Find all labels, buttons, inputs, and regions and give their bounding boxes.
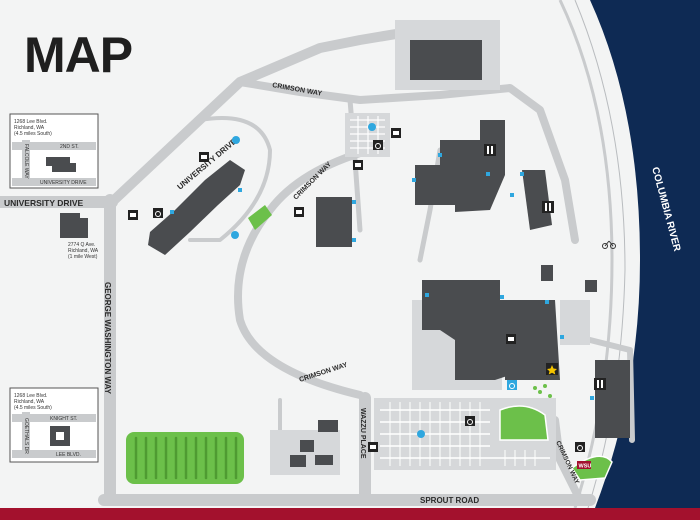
inset-top-addr-3: (4.5 miles South) xyxy=(14,131,52,137)
building-center-right xyxy=(505,300,560,380)
label-george-washington-way: GEORGE WASHINGTON WAY xyxy=(103,282,112,395)
vehicle-icon[interactable] xyxy=(353,160,363,170)
inset-bottom-street-h: KNIGHT ST. xyxy=(50,416,77,422)
label-wazzu-place: WAZZU PLACE xyxy=(359,408,366,459)
building-right-top xyxy=(522,170,552,230)
building-lower-1 xyxy=(300,440,314,452)
inset-bottom-street-bottom: LEE BLVD. xyxy=(56,452,81,458)
inset-bottom-building xyxy=(50,426,70,446)
green-field-left xyxy=(126,432,244,484)
building-center-large xyxy=(422,280,510,380)
road-service-3 xyxy=(188,116,272,242)
offsite-mid-building xyxy=(60,213,88,238)
inset-top-street-v: FALCOLE WAY xyxy=(23,144,29,179)
offsite-mid-addr-3: (1 mile West) xyxy=(68,254,98,260)
inset-bottom-addr-3: (4.5 miles South) xyxy=(14,405,52,411)
offsite-mid-addr-1: 2774 Q Ave. xyxy=(68,242,95,248)
inset-top-street-h: 2ND ST. xyxy=(60,144,79,150)
road-crimson-way-right xyxy=(551,416,584,504)
inset-bottom: 1268 Lee Blvd. Richland, WA (4.5 miles S… xyxy=(9,387,99,463)
building-center-top xyxy=(415,120,505,212)
restroom-icon[interactable] xyxy=(484,144,496,156)
road-service-east xyxy=(587,337,635,443)
building-left-diag xyxy=(148,160,245,255)
map-title: MAP xyxy=(24,27,132,83)
wsu-badge: WSU xyxy=(577,461,591,470)
vehicle-icon[interactable] xyxy=(506,334,516,344)
building-small-1 xyxy=(541,265,553,281)
offsite-mid-addr-2: Richland, WA xyxy=(68,248,99,254)
vehicle-icon[interactable] xyxy=(128,210,138,220)
inset-bottom-street-v: GOETHALS DR xyxy=(23,418,29,454)
bus-icon[interactable] xyxy=(417,430,425,438)
road-crimson-way-top xyxy=(236,78,579,244)
green-strip xyxy=(248,205,272,230)
entrance-markers xyxy=(170,153,594,400)
road-crimson-way-loop xyxy=(234,146,374,399)
inset-top-addr-1: 1268 Lee Blvd. xyxy=(14,119,47,125)
building-far-right xyxy=(595,360,630,438)
inset-bottom-addr-2: Richland, WA xyxy=(14,399,45,405)
inset-top: 1268 Lee Blvd. Richland, WA (4.5 miles S… xyxy=(9,113,99,189)
inset-top-street-bottom: UNIVERSITY DRIVE xyxy=(40,180,87,186)
restroom-icon[interactable] xyxy=(542,201,554,213)
accessibility-icon[interactable] xyxy=(507,380,517,390)
vehicle-icon[interactable] xyxy=(294,207,304,217)
vehicle-icon[interactable] xyxy=(368,442,378,452)
accessibility-icon[interactable] xyxy=(153,208,163,218)
columbia-river xyxy=(590,0,700,508)
accessibility-icon[interactable] xyxy=(465,416,475,426)
offsite-mid: 2774 Q Ave. Richland, WA (1 mile West) xyxy=(60,213,99,260)
parking-top xyxy=(345,113,390,157)
footer-stripe xyxy=(0,508,700,520)
bus-icon[interactable] xyxy=(232,136,240,144)
building-lower-4 xyxy=(315,455,333,465)
star-icon[interactable] xyxy=(546,363,558,375)
inset-top-building xyxy=(46,157,76,172)
building-small-2 xyxy=(585,280,597,292)
bus-icon[interactable] xyxy=(368,123,376,131)
wsu-badge-text: WSU xyxy=(579,464,592,470)
road-university-drive-diag xyxy=(107,25,425,207)
trees xyxy=(533,384,552,398)
vehicle-icon[interactable] xyxy=(199,152,209,162)
building-mid-left xyxy=(316,197,352,247)
bus-icon[interactable] xyxy=(231,231,239,239)
bike-icon[interactable] xyxy=(602,240,616,249)
inset-top-addr-2: Richland, WA xyxy=(14,125,45,131)
label-sprout-road: SPROUT ROAD xyxy=(420,496,479,505)
green-plaza xyxy=(499,405,549,441)
label-university-drive: UNIVERSITY DRIVE xyxy=(4,198,84,208)
accessibility-icon[interactable] xyxy=(575,442,585,452)
accessibility-icon[interactable] xyxy=(373,140,383,150)
building-lower-2 xyxy=(290,455,306,467)
vehicle-icon[interactable] xyxy=(391,128,401,138)
restroom-icon[interactable] xyxy=(594,378,606,390)
building-top xyxy=(410,40,482,80)
building-lower-3 xyxy=(318,420,338,432)
inset-bottom-addr-1: 1268 Lee Blvd. xyxy=(14,393,47,399)
